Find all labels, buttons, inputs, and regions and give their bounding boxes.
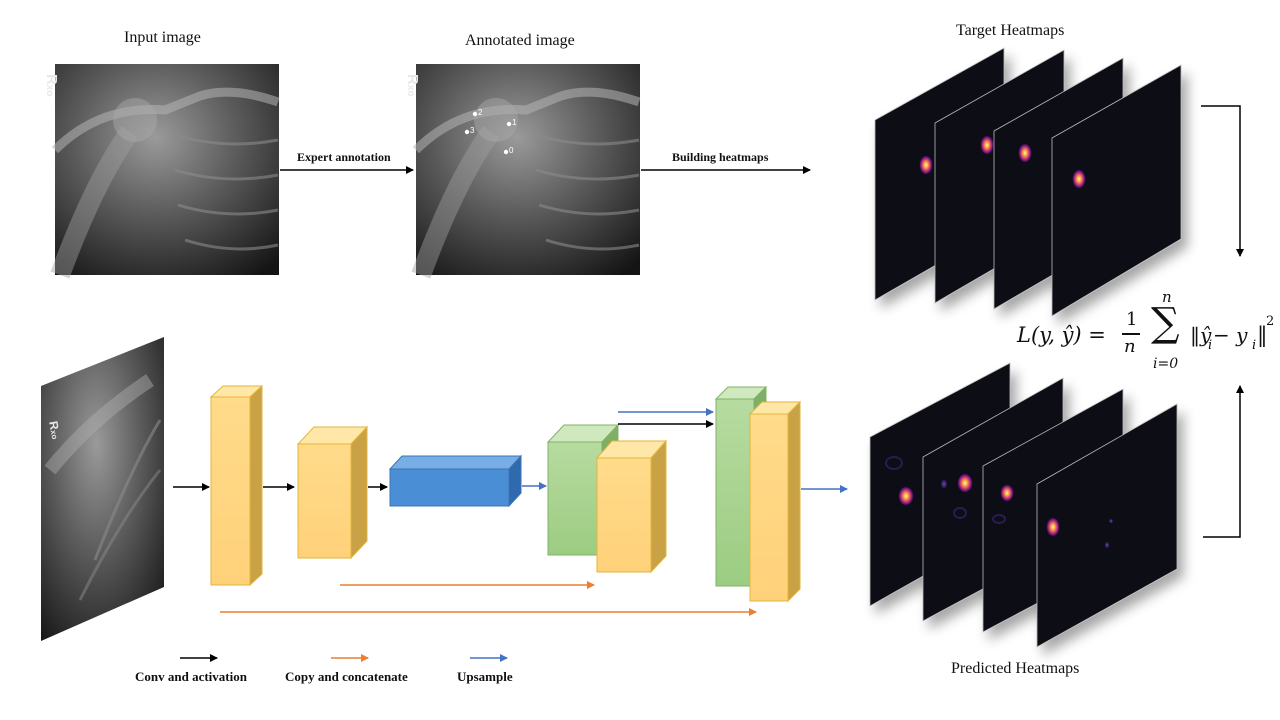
input-xray-image (50, 64, 280, 279)
formula-frac-bar (1122, 333, 1140, 335)
legend-conv-label: Conv and activation (135, 669, 247, 684)
formula-norm-close: ‖ (1257, 323, 1268, 347)
input-image-title: Input image (124, 29, 201, 46)
annotated-image-title: Annotated image (465, 32, 575, 49)
annotated-xray-image (411, 64, 641, 279)
xray-marker-sub: xo (44, 84, 55, 97)
target-to-loss-arrow (1201, 105, 1244, 257)
landmark-label-2: 2 (478, 108, 483, 117)
decoder-block-2-skip (748, 400, 802, 603)
formula-body: ‖ŷ (1190, 323, 1212, 347)
landmark-point-3 (464, 129, 470, 135)
landmark-point-0 (503, 149, 509, 155)
formula-sum-symbol: ∑ (1151, 300, 1180, 346)
bottleneck-block (388, 454, 523, 508)
xray-marker-annotated: Rxo (404, 74, 421, 97)
expert-annotation-label: Expert annotation (297, 150, 391, 164)
landmark-point-2 (472, 111, 478, 117)
xray-marker-sub: xo (48, 429, 60, 440)
target-heatmaps-stack (874, 47, 1182, 317)
formula-lhs: L(y, ŷ) = (1017, 323, 1106, 347)
decoder-block-1-skip (595, 439, 668, 574)
network-input-xray (41, 337, 164, 641)
landmark-point-1 (506, 121, 512, 127)
encoder-block-2 (296, 425, 369, 560)
xray-marker-letter: R (404, 74, 421, 85)
encoder-block-1 (209, 384, 264, 587)
formula-sum-lower: i=0 (1153, 356, 1179, 372)
landmark-label-3: 3 (470, 126, 475, 135)
target-heatmap-3 (1051, 64, 1182, 317)
predicted-heatmaps-stack (869, 362, 1178, 648)
legend-copy-label: Copy and concatenate (285, 669, 408, 684)
xray-marker-sub: xo (405, 84, 416, 97)
predicted-heatmaps-title: Predicted Heatmaps (951, 660, 1080, 677)
predicted-heatmap-3 (1036, 403, 1178, 648)
loss-formula: L(y, ŷ) = 1 n n ∑ i=0 ‖ŷ i − y i ‖ 2 (1017, 288, 1274, 376)
legend-upsample-label: Upsample (457, 669, 513, 684)
landmark-label-0: 0 (509, 146, 514, 155)
formula-sum-upper: n (1162, 288, 1172, 306)
xray-marker-input: Rxo (43, 74, 60, 97)
formula-frac-num: 1 (1126, 309, 1138, 330)
formula-power: 2 (1266, 314, 1275, 329)
formula-minus-y: − y (1213, 323, 1248, 347)
building-heatmaps-label: Building heatmaps (672, 150, 769, 164)
predicted-to-loss-arrow (1203, 385, 1244, 538)
target-heatmaps-title: Target Heatmaps (956, 22, 1065, 39)
formula-sub-i1: i (1208, 338, 1213, 353)
formula-frac-den: n (1124, 336, 1136, 357)
xray-marker-network-input: Rxo (46, 420, 63, 440)
xray-marker-letter: R (43, 74, 60, 85)
landmark-label-1: 1 (512, 118, 517, 127)
formula-sub-i2: i (1252, 338, 1257, 353)
